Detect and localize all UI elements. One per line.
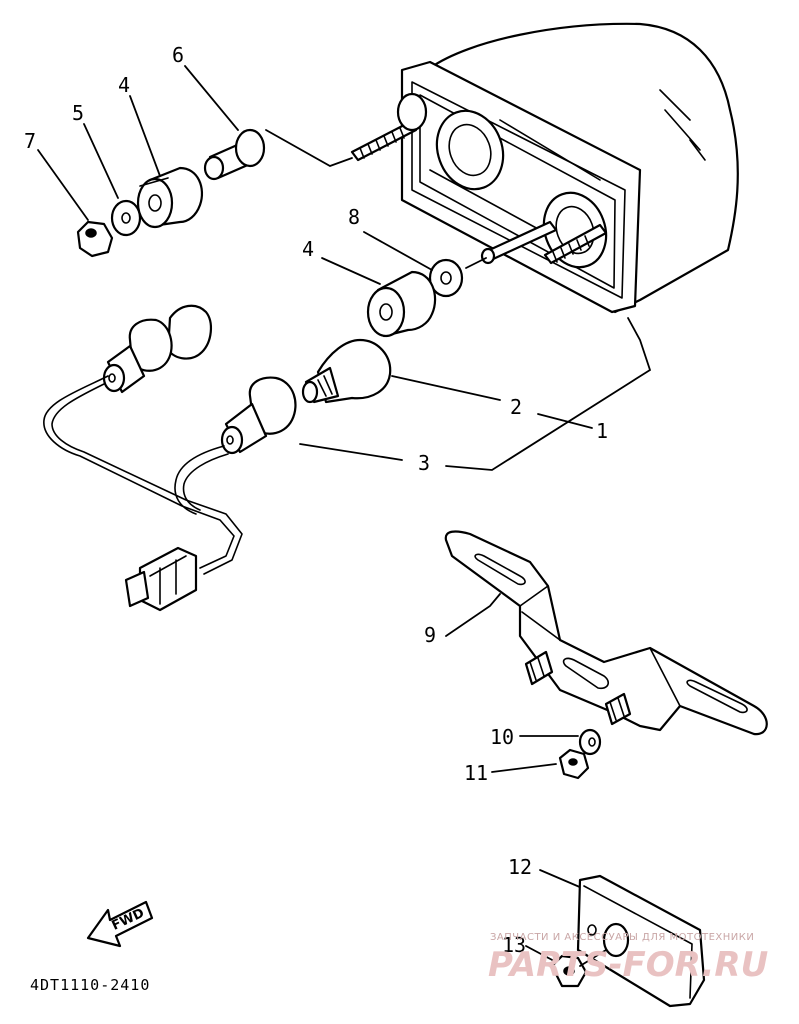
nut-part-13: [550, 954, 588, 988]
wiring-harness: [43, 375, 243, 612]
label-part-12: 12: [508, 855, 532, 879]
socket-lower: [220, 376, 297, 455]
watermark-tagline: ЗАПЧАСТИ И АКСЕССУАРЫ ДЛЯ МОТОТЕХНИКИ: [490, 932, 754, 943]
label-part-3: 3: [418, 451, 430, 475]
socket-upper: [102, 304, 212, 394]
tail-light-housing: [350, 22, 739, 314]
grommet-part-4-upper: [136, 166, 204, 229]
leader-lines: [37, 65, 652, 963]
label-part-10: 10: [490, 725, 514, 749]
label-part-9: 9: [424, 623, 436, 647]
nut-part-11: [558, 748, 590, 780]
grommet-part-4-lower: [366, 270, 437, 338]
label-part-5: 5: [72, 101, 84, 125]
bulb-part-2: [301, 338, 392, 404]
fwd-arrow-icon: FWD: [86, 900, 154, 948]
label-part-8: 8: [348, 205, 360, 229]
license-light-part-12: [576, 874, 706, 1008]
license-bracket-part-9: [444, 530, 768, 736]
label-part-6: 6: [172, 43, 184, 67]
label-part-7: 7: [24, 129, 36, 153]
watermark-site: PARTS-FOR.RU: [488, 945, 768, 985]
watermark: ЗАПЧАСТИ И АКСЕССУАРЫ ДЛЯ МОТОТЕХНИКИ PA…: [488, 932, 768, 985]
label-part-13: 13: [502, 933, 526, 957]
diagram-code: 4DT1110-2410: [30, 976, 150, 994]
label-part-1: 1: [596, 419, 608, 443]
washer-part-8: [428, 258, 464, 298]
collar-part-6: [203, 128, 266, 181]
nut-part-7: [76, 220, 114, 258]
washer-part-5: [110, 199, 142, 237]
label-part-11: 11: [464, 761, 488, 785]
label-part-4-upper: 4: [118, 73, 130, 97]
label-part-2: 2: [510, 395, 522, 419]
washer-part-10: [578, 728, 602, 756]
label-part-4-lower: 4: [302, 237, 314, 261]
